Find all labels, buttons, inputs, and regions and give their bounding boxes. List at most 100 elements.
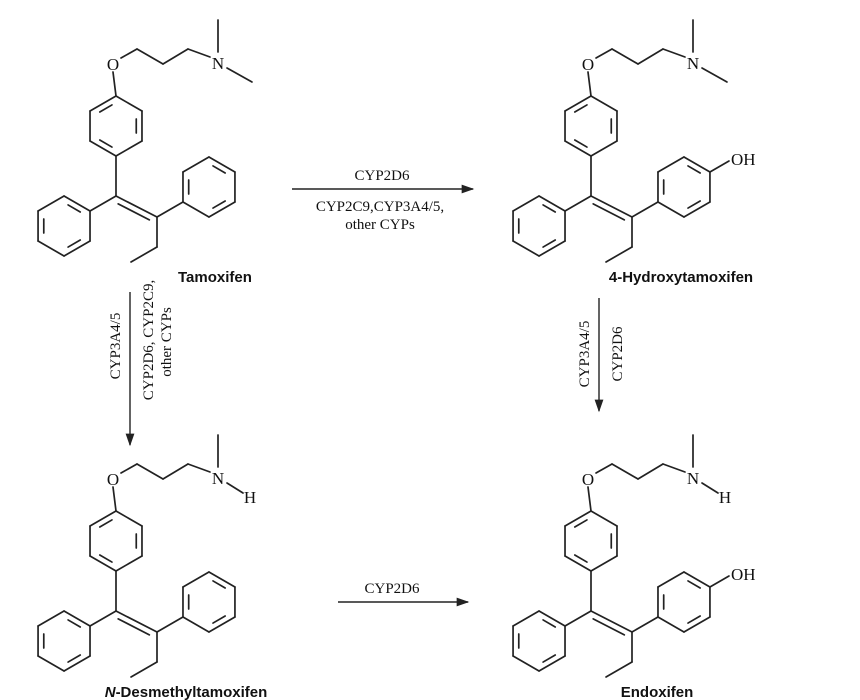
enzyme-cyp2d6-bottom: CYP2D6	[364, 581, 420, 597]
bond	[89, 610, 117, 627]
ring-bond	[512, 195, 540, 212]
phenoxy-ring	[564, 510, 618, 572]
ring-bond	[37, 610, 65, 627]
bond	[162, 463, 189, 480]
ring-double-bond	[67, 204, 82, 213]
oxygen-atom: O	[582, 470, 594, 489]
ring-bond	[657, 156, 685, 173]
ring-bond	[683, 571, 711, 588]
ring-bond	[63, 655, 91, 672]
ring-double-bond	[98, 139, 113, 148]
ring-bond	[208, 201, 236, 218]
ring-double-bond	[542, 654, 557, 663]
ring-bond	[683, 616, 711, 633]
ring-bond	[115, 510, 143, 527]
enzyme-cyp3a4-right: CYP3A4/5	[577, 321, 593, 388]
bond	[595, 48, 613, 59]
bond	[136, 48, 164, 65]
ring-bond	[89, 510, 117, 527]
n-methyl-bond	[226, 67, 253, 83]
phenyl-ring-left	[37, 195, 91, 257]
ring-bond	[37, 195, 65, 212]
oxygen-atom: O	[582, 55, 594, 74]
desmethyltamoxifen-label: N-Desmethyltamoxifen	[105, 684, 268, 700]
enzyme-cyp3a4-left: CYP3A4/5	[108, 313, 124, 380]
ring-double-bond	[687, 580, 702, 589]
ring-double-bond	[212, 615, 227, 624]
ring-bond	[115, 95, 143, 112]
nitrogen-atom: N	[687, 54, 699, 73]
bond	[637, 48, 664, 65]
bond	[564, 610, 592, 627]
ring-bond	[683, 156, 711, 173]
ring-bond	[512, 610, 540, 627]
ring-bond	[89, 95, 117, 112]
bond	[120, 48, 138, 59]
ring-double-bond	[573, 139, 588, 148]
bond	[187, 463, 211, 473]
ring-bond	[89, 555, 117, 572]
ring-bond	[115, 140, 143, 157]
ring-bond	[683, 201, 711, 218]
enzyme-cyp2d6-right: CYP2D6	[610, 326, 626, 382]
double-bond	[592, 618, 626, 636]
ring-double-bond	[687, 165, 702, 174]
ring-double-bond	[98, 519, 113, 528]
ring-double-bond	[542, 204, 557, 213]
ring-double-bond	[573, 519, 588, 528]
ring-bond	[590, 555, 618, 572]
ring-double-bond	[573, 554, 588, 563]
bond	[631, 616, 659, 633]
ring-bond	[182, 201, 210, 218]
bond	[564, 195, 592, 212]
ethyl-bond	[130, 246, 158, 263]
bond	[115, 610, 158, 633]
bond	[156, 616, 184, 633]
phenoxy-ring	[89, 510, 143, 572]
bond	[595, 463, 613, 474]
nitrogen-atom: N	[687, 469, 699, 488]
double-bond	[117, 203, 151, 221]
enzyme-other-cyps-left: other CYPs	[159, 307, 175, 377]
ring-bond	[37, 240, 65, 257]
hydrogen-atom: H	[719, 488, 731, 507]
bond	[162, 48, 189, 65]
ring-double-bond	[212, 165, 227, 174]
phenyl-ring-left	[512, 610, 566, 672]
ring-bond	[564, 510, 592, 527]
phenyl-ring-right	[182, 156, 236, 218]
ring-bond	[512, 240, 540, 257]
ring-double-bond	[542, 619, 557, 628]
hydroxyphenyl-ring	[657, 156, 711, 218]
ring-bond	[182, 571, 210, 588]
ring-bond	[590, 510, 618, 527]
endoxifen-label: Endoxifen	[621, 684, 694, 700]
o-aryl-bond	[587, 486, 592, 512]
ring-bond	[538, 240, 566, 257]
phenoxy-ring	[89, 95, 143, 157]
hydroxyphenyl-ring	[657, 571, 711, 633]
ring-bond	[590, 95, 618, 112]
ring-bond	[37, 655, 65, 672]
bond	[89, 195, 117, 212]
ethyl-bond	[130, 661, 158, 678]
c-oh-bond	[709, 575, 730, 588]
ring-bond	[538, 610, 566, 627]
ring-bond	[538, 195, 566, 212]
double-bond	[117, 618, 151, 636]
bond	[611, 48, 639, 65]
bond	[115, 195, 158, 218]
ring-bond	[512, 655, 540, 672]
n-methyl-bond	[701, 67, 728, 83]
enzyme-other-cyps-top: other CYPs	[345, 217, 415, 233]
o-aryl-bond	[587, 71, 592, 97]
bond	[156, 201, 184, 218]
ring-bond	[115, 555, 143, 572]
ring-bond	[564, 140, 592, 157]
ring-bond	[182, 156, 210, 173]
oxygen-atom: O	[107, 55, 119, 74]
ring-bond	[657, 616, 685, 633]
o-aryl-bond	[112, 486, 117, 512]
